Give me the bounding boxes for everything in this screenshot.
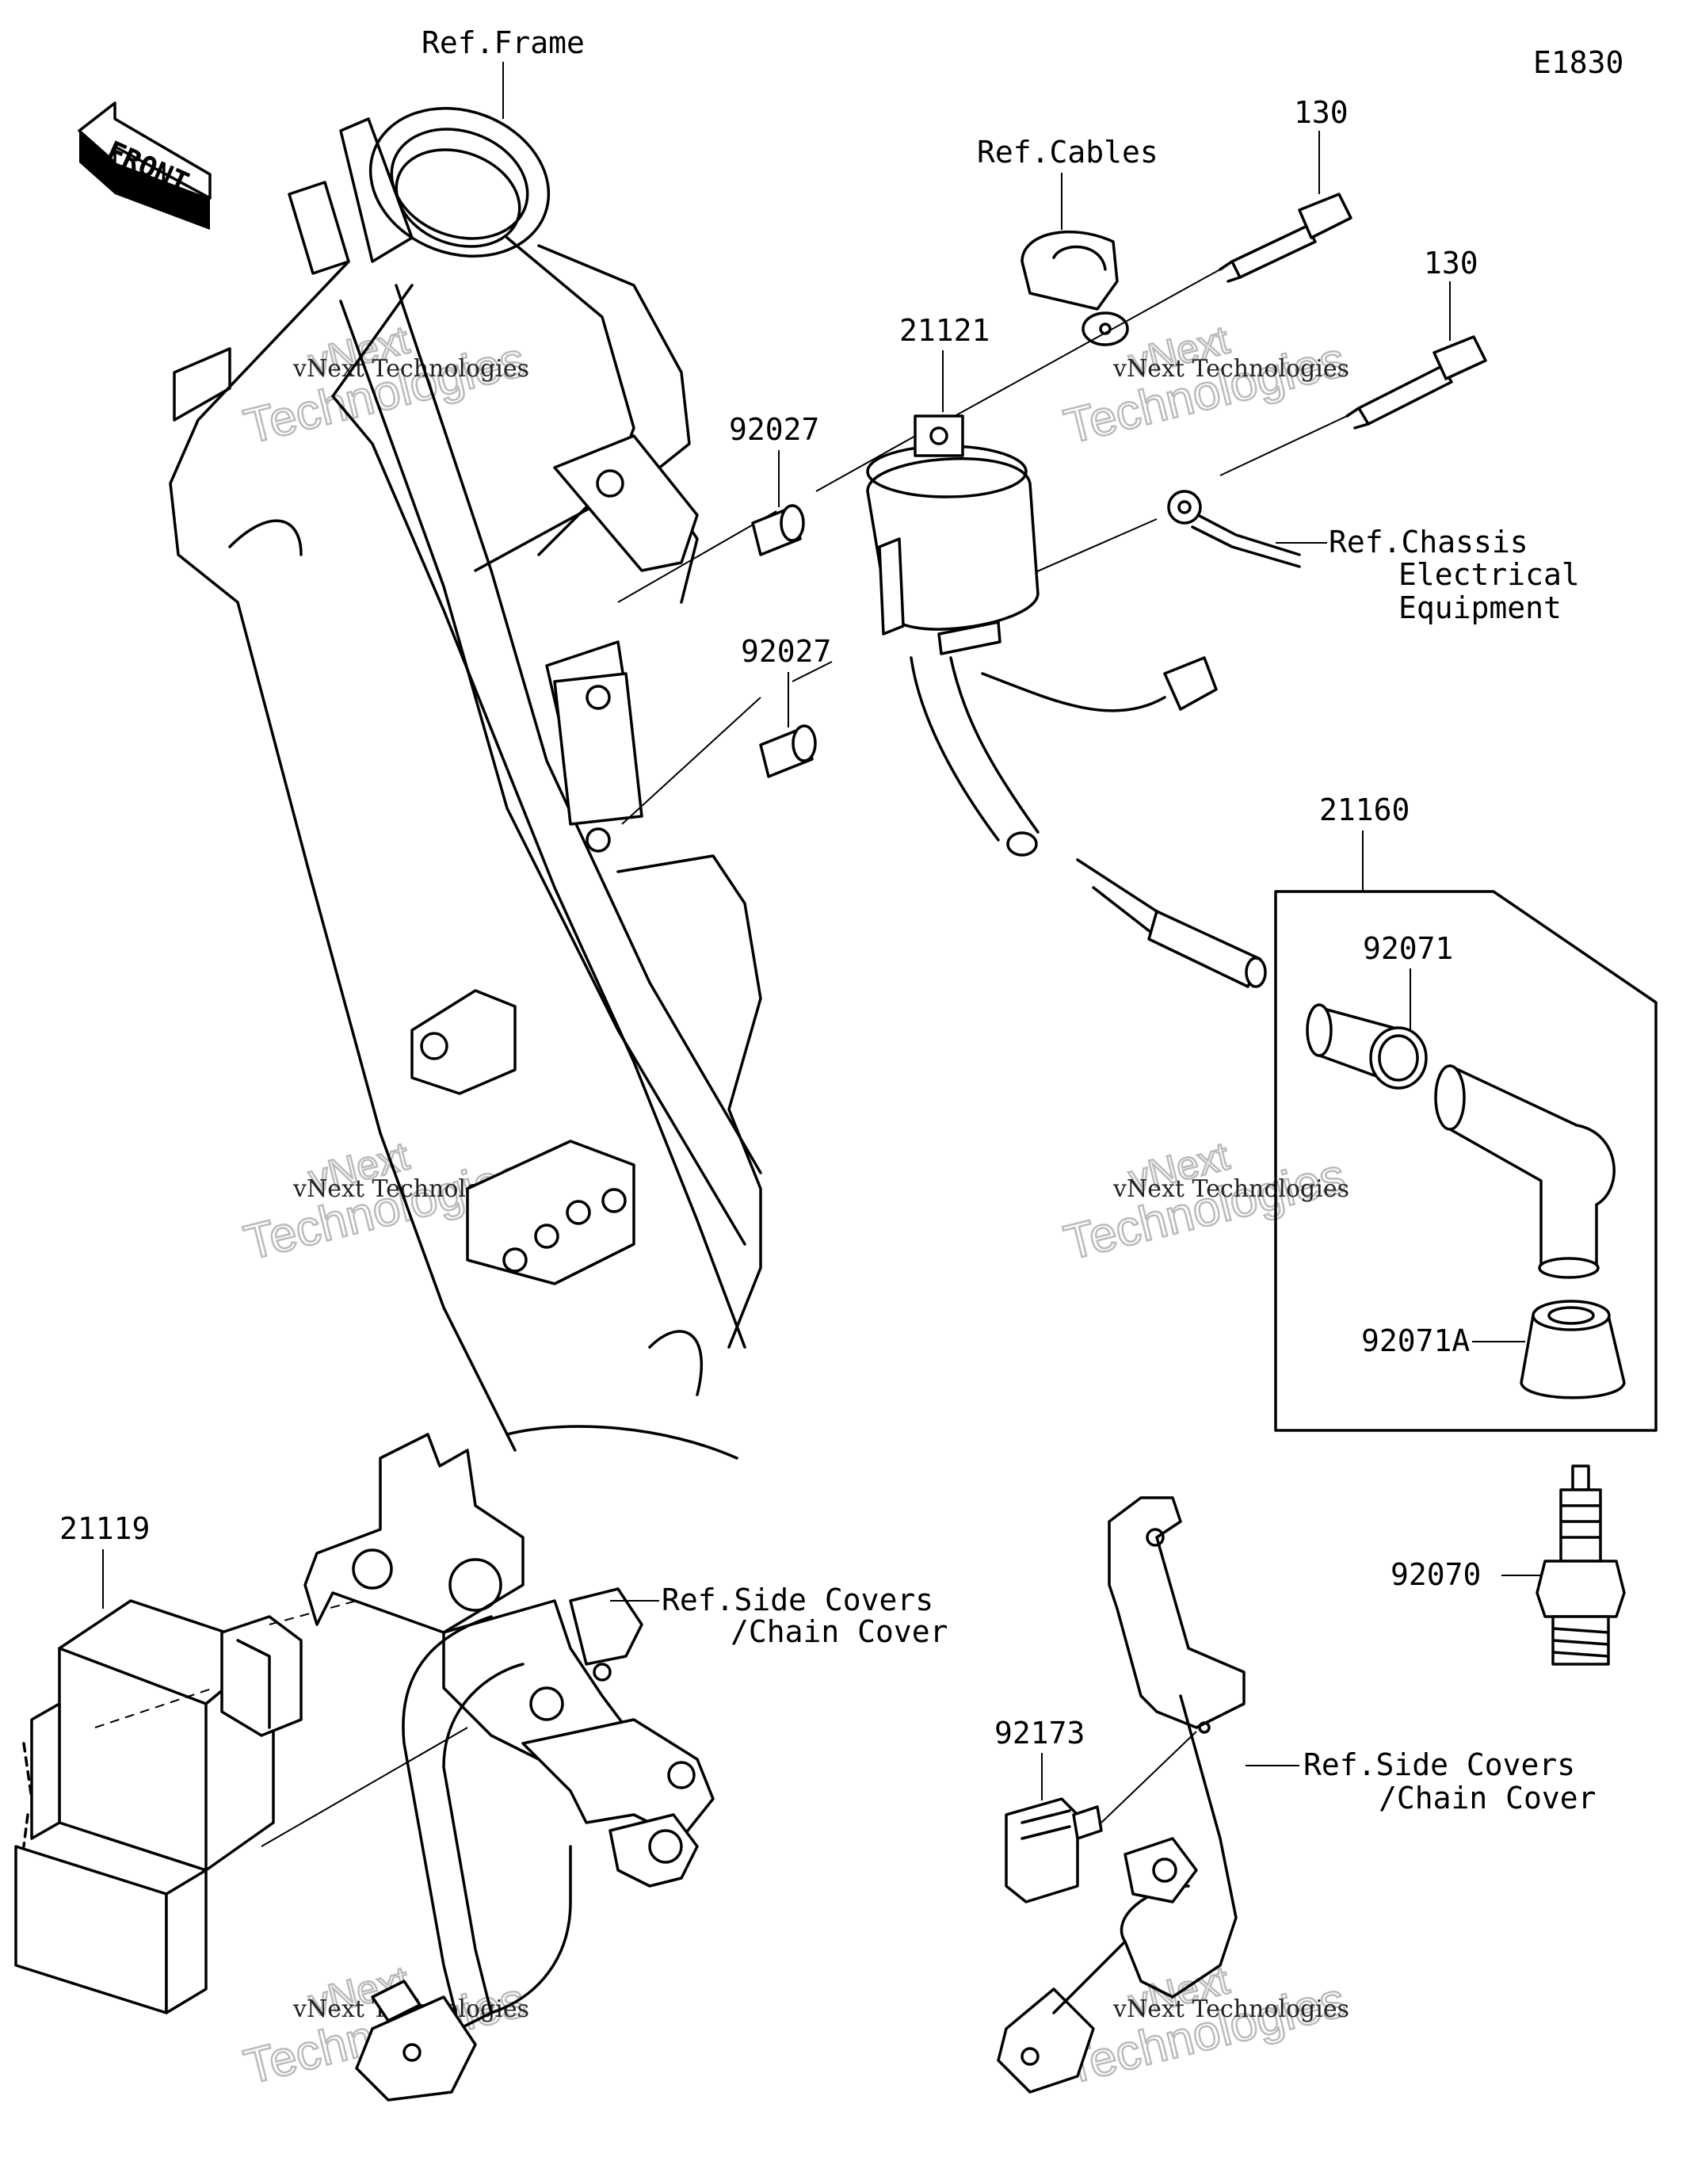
ignition-coil [866, 414, 1267, 988]
bracket-right [997, 1496, 1246, 2094]
ref-side-left-label-2: /Chain Cover [731, 1614, 948, 1649]
bracket-left [303, 1433, 715, 2102]
collar-lower [759, 724, 817, 778]
plug-cap-assembly-box [1274, 890, 1658, 1432]
ref-side-right-label-2: /Chain Cover [1379, 1781, 1597, 1816]
front-arrow-icon: FRONT [78, 101, 212, 230]
ref-chassis-label-1: Ref.Chassis [1329, 525, 1528, 559]
ref-chassis-label-3: Equipment [1398, 590, 1562, 625]
ecu-unit [14, 1599, 303, 2014]
svg-text:vNext Technologies: vNext Technologies [292, 355, 529, 383]
plug-cap-seal [1520, 1300, 1626, 1399]
bolt-lower [1345, 335, 1487, 430]
bolt-upper-label: 130 [1294, 95, 1349, 130]
ecu-label: 21119 [59, 1511, 150, 1546]
ground-terminal [1167, 490, 1301, 568]
coil-label: 21121 [899, 313, 990, 348]
bolt-upper [1219, 193, 1352, 283]
ref-chassis-label-2: Electrical [1398, 557, 1580, 592]
relay [1005, 1797, 1103, 1903]
ref-side-right-label-1: Ref.Side Covers [1303, 1747, 1575, 1782]
watermark-top-left: vNext Technologies vNext Technologies [238, 316, 531, 456]
watermark-mid-right: vNext Technologies vNext Technologies [1058, 1132, 1351, 1272]
ref-side-left-label-1: Ref.Side Covers [662, 1583, 933, 1617]
diagram-code: E1830 [1533, 45, 1623, 80]
cap-seal-label: 92071A [1361, 1323, 1470, 1358]
spark-plug-label: 92070 [1391, 1557, 1481, 1592]
ref-cables-label: Ref.Cables [977, 135, 1158, 170]
watermark-bottom-right: vNext Technologies vNext Technologies [1058, 1957, 1351, 2096]
frame-outline [169, 106, 762, 1460]
svg-text:vNext Technologies: vNext Technologies [1112, 1995, 1349, 2023]
relay-label: 92173 [994, 1716, 1085, 1751]
collar-lower-label: 92027 [741, 634, 831, 669]
cable-clamp [1020, 230, 1129, 346]
plug-cap [1306, 1003, 1616, 1279]
ref-frame-label: Ref.Frame [422, 25, 585, 60]
svg-text:vNext Technologies: vNext Technologies [1112, 355, 1349, 383]
svg-text:vNext Technologies: vNext Technologies [1112, 1175, 1349, 1203]
bolt-lower-label: 130 [1424, 246, 1478, 281]
cap-part-label: 92071 [1363, 931, 1453, 966]
cap-assy-label: 21160 [1319, 792, 1410, 827]
collar-upper [751, 504, 805, 556]
collar-upper-label: 92027 [729, 412, 819, 447]
spark-plug [1535, 1464, 1626, 1666]
